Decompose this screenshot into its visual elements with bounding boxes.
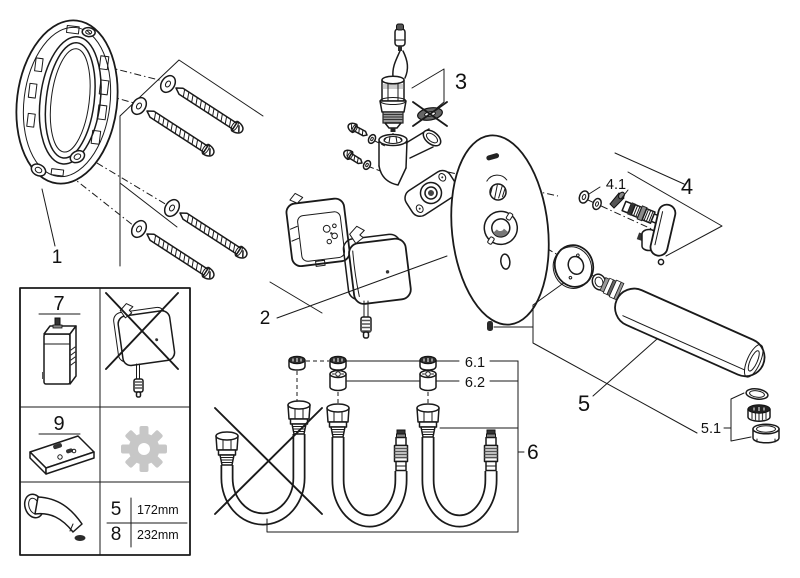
valve-flange [404, 169, 459, 218]
cable-connector [394, 28, 406, 47]
callout-1-label: 1 [52, 247, 63, 268]
spout-inlet [599, 277, 625, 301]
sensor-window [486, 153, 500, 161]
callout-4-label: 4 [681, 174, 693, 199]
mounting-frame [15, 19, 119, 185]
aerator-assembly: 5.1 [701, 388, 780, 444]
projection-lines [51, 55, 264, 267]
plate-pin [487, 321, 493, 331]
callout-5-label: 5 [578, 391, 590, 416]
callout-9-label: 9 [53, 413, 64, 435]
callout-6-label: 6 [527, 441, 539, 464]
aerator-insert [747, 404, 771, 422]
callout-handle: 4 [614, 152, 723, 257]
length-row-part: 8 [111, 524, 122, 545]
callout-spout-bracket: 5 [493, 276, 698, 434]
length-row-part: 5 [111, 499, 122, 520]
valve-body [341, 120, 459, 218]
remote-control [29, 435, 95, 475]
legend-table: 7 [19, 287, 191, 556]
hose-tube [220, 434, 498, 528]
length-row-value: 172mm [137, 503, 179, 517]
power-supply-box [342, 225, 412, 339]
callout-6-1-label: 6.1 [465, 355, 485, 371]
callout-control-box: 2 [260, 255, 448, 329]
handle-lever [636, 203, 677, 266]
length-row-value: 232mm [137, 528, 179, 542]
handle-assembly: 4.1 4 [578, 152, 723, 266]
remote-cell: 9 [29, 413, 95, 475]
battery-cell: 7 [38, 293, 81, 385]
callout-aerator: 5.1 [701, 392, 752, 442]
callout-7-label: 7 [53, 293, 64, 315]
callout-frame: 1 [41, 188, 63, 268]
callout-hoses: 6 6.1 6.2 [266, 355, 539, 533]
wrong-hose-cross-icon [214, 407, 323, 515]
crossed-seal-icon [412, 101, 448, 127]
frame-screw-boss [30, 26, 96, 177]
callout-2-label: 2 [260, 308, 271, 329]
callout-5-1-label: 5.1 [701, 421, 721, 437]
spout-thumbnail-cell [23, 493, 86, 541]
aerator-shell [752, 423, 780, 444]
callout-6-2-label: 6.2 [465, 375, 485, 391]
crossed-power-box-cell [105, 292, 179, 398]
rough-in-box [285, 192, 351, 268]
trim-ring [552, 244, 595, 289]
cartridge-cable [392, 50, 409, 79]
cartridge-assembly: 3 [379, 23, 467, 139]
gear-icon [121, 426, 167, 472]
callout-4-1-label: 4.1 [606, 177, 626, 193]
length-table: 5 172mm 8 232mm [106, 497, 188, 548]
escutcheon-plate [450, 134, 550, 331]
hose-assembly: 6 6.1 6.2 [214, 355, 539, 533]
solenoid-cartridge [379, 75, 407, 132]
battery-unit [42, 317, 77, 385]
spout [599, 277, 766, 378]
callout-3-label: 3 [455, 69, 467, 94]
not-included-cross-icon [105, 292, 179, 370]
callout-handle-parts: 4.1 [588, 177, 629, 200]
